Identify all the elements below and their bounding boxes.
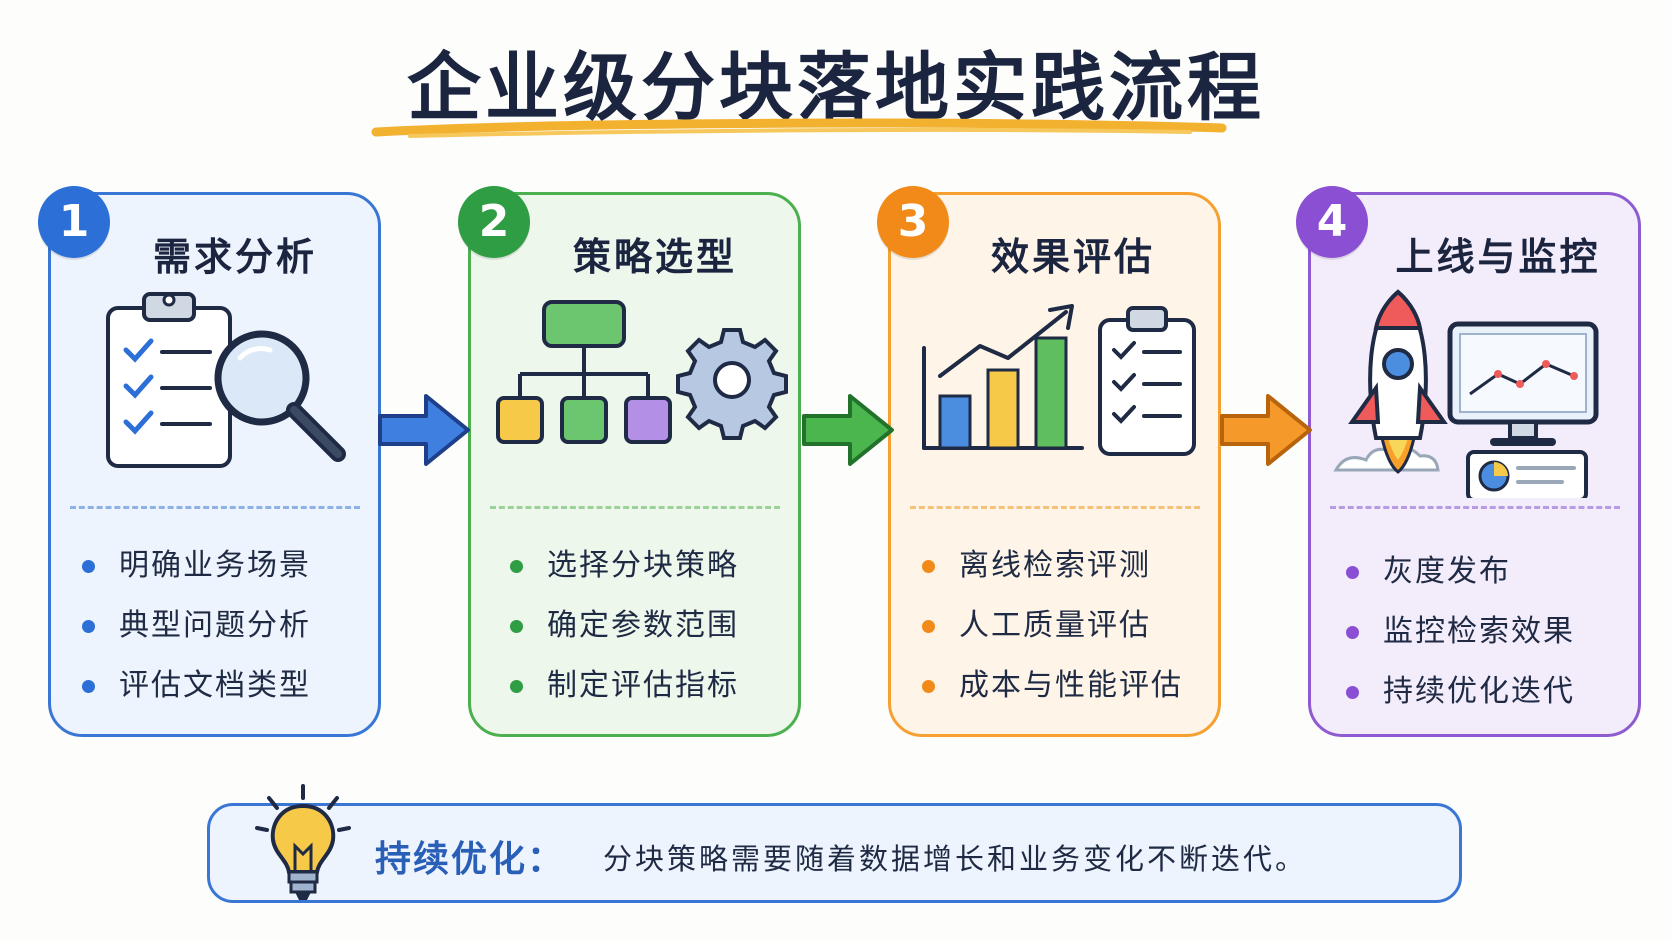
step1-bullet-list: 明确业务场景 典型问题分析 评估文档类型 <box>82 536 311 716</box>
clipboard-checklist-icon <box>1098 306 1196 456</box>
monitor-dashboard-icon <box>1447 321 1599 498</box>
bullet-dot <box>922 679 935 693</box>
step3-bullet-list: 离线检索评测 人工质量评估 成本与性能评估 <box>922 536 1183 716</box>
flow-arrow-icon <box>1220 394 1312 466</box>
step4-bullet-list: 灰度发布 监控检索效果 持续优化迭代 <box>1346 542 1575 722</box>
step4-illustration <box>1333 289 1599 498</box>
bullet-dot <box>922 619 935 633</box>
list-item: 典型问题分析 <box>82 596 311 656</box>
bullet-dot <box>1346 685 1359 699</box>
note-label: 持续优化： <box>375 839 566 880</box>
list-item: 持续优化迭代 <box>1346 662 1575 722</box>
card-divider <box>70 506 360 509</box>
bullet-dot <box>922 559 935 573</box>
magnifier-icon <box>214 330 346 462</box>
bullet-dot <box>82 619 95 633</box>
step-number-badge: 2 <box>458 186 530 258</box>
clipboard-checklist-icon <box>106 292 232 468</box>
list-item: 成本与性能评估 <box>922 656 1183 716</box>
step-number-badge: 1 <box>38 186 110 258</box>
list-item: 灰度发布 <box>1346 542 1575 602</box>
list-item: 监控检索效果 <box>1346 602 1575 662</box>
step2-bullet-list: 选择分块策略 确定参数范围 制定评估指标 <box>510 536 739 716</box>
card-divider <box>910 506 1200 509</box>
step-number-badge: 4 <box>1296 186 1368 258</box>
step-title: 需求分析 <box>152 235 317 279</box>
bullet-dot <box>82 559 95 573</box>
bullet-dot <box>1346 625 1359 639</box>
bullet-dot <box>1346 565 1359 579</box>
title-underline <box>371 118 1227 138</box>
note-text: 分块策略需要随着数据增长和业务变化不断迭代。 <box>603 842 1308 876</box>
rocket-icon <box>1333 289 1448 474</box>
flow-arrow-icon <box>802 394 894 466</box>
step1-illustration <box>106 292 346 468</box>
continuous-optimization-note <box>207 803 1462 903</box>
step-number-badge: 3 <box>877 186 949 258</box>
list-item: 评估文档类型 <box>82 656 311 716</box>
lightbulb-icon <box>255 784 351 900</box>
card-divider <box>490 506 780 509</box>
list-item: 人工质量评估 <box>922 596 1183 656</box>
step-card-3 <box>888 192 1221 737</box>
card-divider <box>1330 506 1620 509</box>
bullet-dot <box>510 619 523 633</box>
list-item: 明确业务场景 <box>82 536 311 596</box>
flow-arrow-icon <box>378 394 470 466</box>
list-item: 确定参数范围 <box>510 596 739 656</box>
bullet-dot <box>510 679 523 693</box>
hierarchy-diagram-icon <box>496 300 672 444</box>
list-item: 选择分块策略 <box>510 536 739 596</box>
list-item: 制定评估指标 <box>510 656 739 716</box>
list-item: 离线检索评测 <box>922 536 1183 596</box>
step-title: 策略选型 <box>572 235 737 279</box>
gear-icon <box>676 328 788 440</box>
bullet-dot <box>510 559 523 573</box>
bar-chart-trend-icon <box>922 304 1084 450</box>
bullet-dot <box>82 679 95 693</box>
page-title: 企业级分块落地实践流程 <box>407 45 1265 131</box>
step-title: 效果评估 <box>990 235 1155 279</box>
step3-illustration <box>922 304 1196 456</box>
step-card-2 <box>468 192 801 737</box>
step-title: 上线与监控 <box>1395 235 1601 279</box>
step2-illustration <box>496 300 788 444</box>
